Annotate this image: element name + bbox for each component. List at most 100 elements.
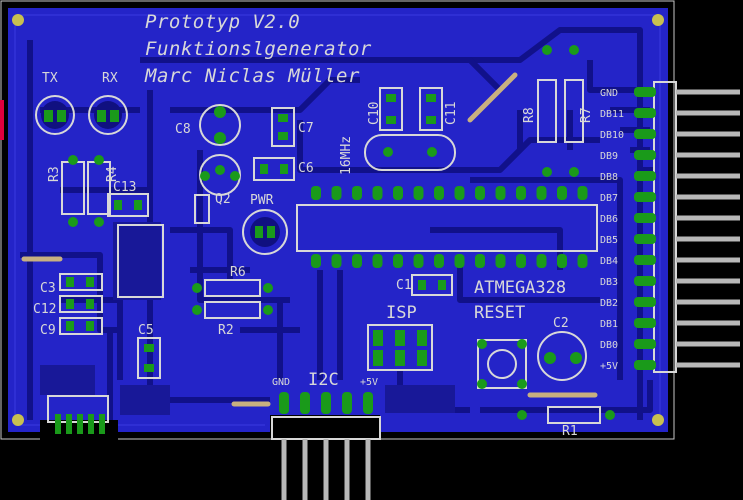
label-pwr: PWR — [250, 193, 274, 208]
label-c12: C12 — [33, 302, 56, 317]
mcu-pin-top — [536, 186, 547, 200]
mcu-pin-top — [495, 186, 506, 200]
label-5v-bottom: +5V — [360, 377, 378, 388]
mcu-pins — [311, 186, 588, 268]
mcu-pin-top — [475, 186, 485, 200]
label-reset: RESET — [474, 303, 525, 323]
led-rx — [88, 95, 128, 135]
label-c9: C9 — [40, 323, 56, 338]
label-c6: C6 — [298, 161, 314, 176]
header-pad — [634, 255, 656, 265]
header-pin-label: DB9 — [600, 151, 618, 162]
header-pad — [634, 360, 656, 370]
mcu-pin-bottom — [393, 254, 403, 268]
header-pin-label: +5V — [600, 361, 618, 372]
label-r2: R2 — [218, 323, 234, 338]
header-pin-label: DB2 — [600, 298, 618, 309]
mcu-pin-bottom — [372, 254, 383, 268]
label-r4: R4 — [105, 166, 120, 182]
header-pin-label: DB11 — [600, 109, 624, 120]
header-pad — [634, 129, 656, 139]
label-c7: C7 — [298, 121, 314, 136]
label-c8: C8 — [175, 122, 191, 137]
label-c5: C5 — [138, 323, 154, 338]
header-pad — [634, 171, 656, 181]
mcu-pin-top — [413, 186, 424, 200]
board-title-line-2: Funktionslgenerator — [145, 38, 372, 60]
led-tx — [35, 95, 75, 135]
r8-r7-pads — [542, 45, 579, 177]
copper-islands — [40, 222, 455, 415]
header-pad — [634, 276, 656, 286]
header-pin-label: DB0 — [600, 340, 618, 351]
wire-jumpers — [21, 72, 598, 407]
i2c-pad — [300, 392, 310, 414]
label-tx: TX — [42, 71, 58, 86]
label-rx: RX — [102, 71, 118, 86]
label-i2c: I2C — [308, 370, 339, 390]
label-c1: C1 — [396, 278, 412, 293]
label-r7: R7 — [579, 107, 594, 123]
mcu-pin-top — [557, 186, 567, 200]
cap-c8 — [199, 104, 241, 146]
header-pin-label: DB1 — [600, 319, 618, 330]
header-pin-label: GND — [600, 88, 618, 99]
crystal-16mhz — [364, 134, 456, 171]
label-atmega328: ATMEGA328 — [474, 278, 566, 298]
mcu-pin-bottom — [557, 254, 567, 268]
header-pad — [634, 150, 656, 160]
header-pad — [634, 108, 656, 118]
resistor-r1 — [517, 406, 615, 424]
transistor-q2 — [199, 154, 241, 196]
reset-button — [477, 339, 527, 389]
mcu-pin-bottom — [454, 254, 465, 268]
mcu-pin-top — [454, 186, 465, 200]
header-pin-label: DB6 — [600, 214, 618, 225]
resistors-r6-r2 — [204, 279, 261, 319]
mcu-pin-bottom — [475, 254, 485, 268]
label-r3: R3 — [47, 166, 62, 182]
isp-pads — [373, 330, 427, 366]
header-pad — [634, 234, 656, 244]
usb-connector — [40, 395, 118, 440]
header-pin-label: DB8 — [600, 172, 618, 183]
r3-r4-pads — [68, 155, 104, 227]
header-pin-label: DB4 — [600, 256, 618, 267]
header-pad — [634, 87, 656, 97]
i2c-pins — [279, 392, 373, 500]
resistors-r8-r7 — [537, 79, 584, 143]
header-pad — [634, 213, 656, 223]
label-c11: C11 — [444, 102, 459, 125]
header-pad — [634, 339, 656, 349]
label-q2: Q2 — [215, 192, 231, 207]
mcu-pin-bottom — [516, 254, 526, 268]
edge-marker — [0, 100, 4, 140]
mcu-pin-top — [516, 186, 526, 200]
led-pwr — [242, 209, 288, 255]
label-c10: C10 — [367, 102, 382, 125]
label-isp: ISP — [386, 303, 417, 323]
isp-header — [367, 324, 433, 371]
smd-ic — [117, 224, 164, 298]
label-c2: C2 — [553, 316, 569, 331]
header-pad — [634, 297, 656, 307]
header-body — [653, 81, 677, 373]
label-r6: R6 — [230, 265, 246, 280]
board-title-line-3: Marc Niclas Müller — [144, 65, 360, 87]
i2c-header-body — [271, 416, 381, 440]
label-16mhz: 16MHz — [339, 136, 354, 175]
small-cap-pads — [66, 94, 446, 372]
mcu-pin-bottom — [495, 254, 506, 268]
label-r1: R1 — [562, 424, 578, 439]
cap-c2 — [537, 331, 587, 381]
mcu-pin-bottom — [577, 254, 588, 268]
mcu-pin-bottom — [434, 254, 444, 268]
mounting-holes — [12, 14, 664, 426]
i2c-pad — [342, 392, 352, 414]
board-title-line-1: Prototyp V2.0 — [145, 11, 300, 33]
label-r8: R8 — [522, 107, 537, 123]
header-pin-label: DB7 — [600, 193, 618, 204]
i2c-pad — [321, 392, 331, 414]
i2c-pad — [279, 392, 289, 414]
small-caps — [59, 87, 453, 379]
